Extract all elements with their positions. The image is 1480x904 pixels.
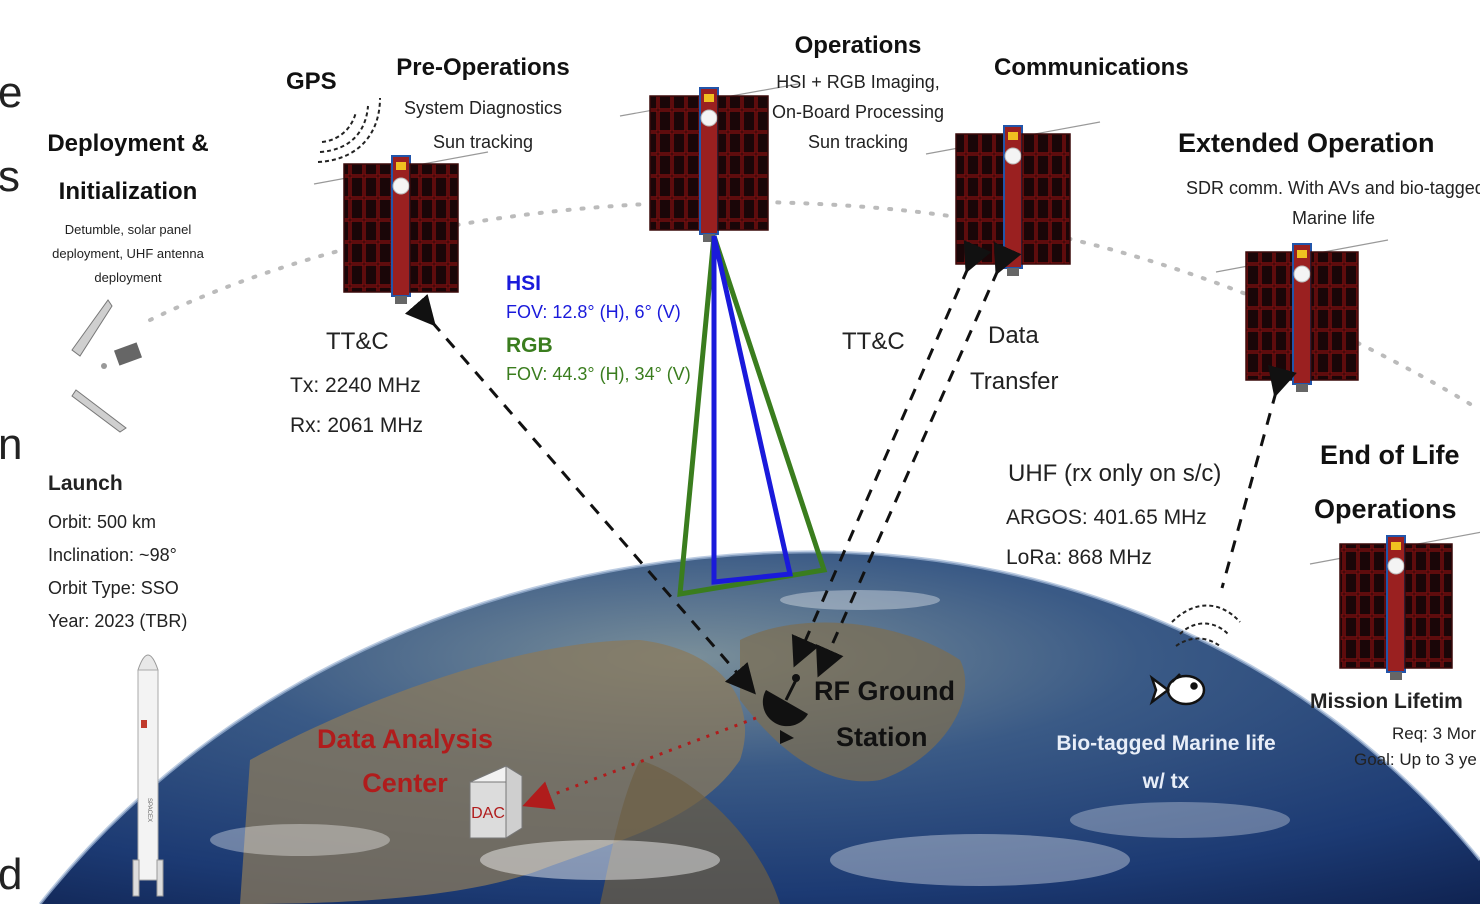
- extended-operations-line2: Marine life: [1292, 208, 1376, 228]
- rocket-mark: SPACEX: [146, 798, 152, 822]
- deployment-desc-3: deployment: [94, 270, 162, 285]
- dac-title-line1: Data Analysis: [316, 724, 494, 754]
- uhf-argos: ARGOS: 401.65 MHz: [1006, 506, 1207, 529]
- rf-ground-station-line1: RF Ground: [814, 676, 955, 706]
- operations-line1: HSI + RGB Imaging,: [776, 72, 940, 92]
- pre-operations-line1: System Diagnostics: [403, 98, 563, 118]
- end-of-life-line2: Operations: [1314, 494, 1457, 524]
- uhf-title: UHF (rx only on s/c): [1008, 460, 1222, 487]
- bio-tagged-line2: w/ tx: [1142, 770, 1190, 793]
- gps-label: GPS: [286, 68, 337, 95]
- satellite-operations: [619, 83, 799, 242]
- uhf-link: [1220, 364, 1297, 589]
- mission-lifetime-goal: Goal: Up to 3 ye: [1354, 750, 1477, 769]
- extended-operations-line1: SDR comm. With AVs and bio-tagged: [1186, 178, 1480, 198]
- uhf-lora: LoRa: 868 MHz: [1006, 546, 1152, 569]
- earth: [38, 550, 1480, 904]
- hsi-fov: FOV: 12.8° (H), 6° (V): [506, 302, 681, 322]
- communications-title: Communications: [994, 54, 1189, 81]
- launch-year: Year: 2023 (TBR): [48, 611, 188, 631]
- hsi-title: HSI: [506, 272, 542, 295]
- end-of-life-line1: End of Life: [1320, 440, 1460, 470]
- ttc-left-rx: Rx: 2061 MHz: [290, 414, 424, 437]
- launch-inclination: Inclination: ~98°: [48, 545, 177, 565]
- ttc-right-title: TT&C: [842, 328, 905, 355]
- edge-letter-1: e: [0, 68, 23, 117]
- operations-line3: Sun tracking: [807, 132, 909, 152]
- ground-station-dish-icon: [762, 674, 808, 744]
- deployment-title-line2: Initialization: [58, 178, 198, 205]
- bio-tagged-line1: Bio-tagged Marine life: [1056, 732, 1276, 755]
- dac-title-line2: Center: [362, 768, 448, 798]
- ttc-left-tx: Tx: 2240 MHz: [290, 374, 421, 397]
- edge-letter-4: d: [0, 850, 23, 899]
- operations-line2: On-Board Processing: [771, 102, 945, 122]
- ttc-link-preops: [404, 294, 756, 695]
- satellite-end-of-life: [1309, 531, 1480, 680]
- rgb-title: RGB: [506, 334, 553, 357]
- hsi-fov-footprint: [711, 235, 794, 585]
- deployment-desc-1: Detumble, solar panel: [64, 222, 192, 237]
- launch-title: Launch: [48, 472, 123, 495]
- data-transfer-line1: Data: [988, 322, 1039, 349]
- satellite-extended-ops: [1215, 239, 1389, 392]
- deployment-illustration-icon: [71, 299, 143, 433]
- fish-tag-icon: [1149, 673, 1206, 706]
- operations-title: Operations: [794, 32, 922, 59]
- launch-rocket-icon: SPACEX: [132, 654, 164, 897]
- dac-box-icon: DAC: [468, 765, 524, 839]
- pre-operations-title: Pre-Operations: [396, 54, 570, 81]
- pre-operations-line2: Sun tracking: [432, 132, 534, 152]
- launch-orbit-type: Orbit Type: SSO: [48, 578, 179, 598]
- extended-operations-title: Extended Operation: [1178, 128, 1435, 158]
- mission-lifetime-req: Req: 3 Mor: [1392, 724, 1477, 743]
- data-transfer-link: [816, 241, 1022, 678]
- gps-signal-icon: [317, 97, 381, 163]
- satellite-pre-operations: [313, 151, 489, 304]
- deployment-title-line1: Deployment &: [47, 130, 209, 157]
- rf-ground-station-line2: Station: [836, 722, 928, 752]
- launch-orbit: Orbit: 500 km: [48, 512, 157, 532]
- deployment-desc-2: deployment, UHF antenna: [52, 246, 204, 261]
- edge-letter-2: s: [0, 152, 20, 201]
- edge-letter-3: n: [0, 420, 23, 469]
- dac-box-label: DAC: [471, 805, 505, 822]
- mission-lifetime-title: Mission Lifetim: [1310, 690, 1463, 713]
- rgb-fov: FOV: 44.3° (H), 34° (V): [506, 364, 691, 384]
- ttc-left-title: TT&C: [326, 328, 389, 355]
- fish-signal-icon: [1171, 604, 1241, 647]
- data-transfer-line2: Transfer: [970, 368, 1059, 395]
- dac-data-link: [522, 716, 757, 810]
